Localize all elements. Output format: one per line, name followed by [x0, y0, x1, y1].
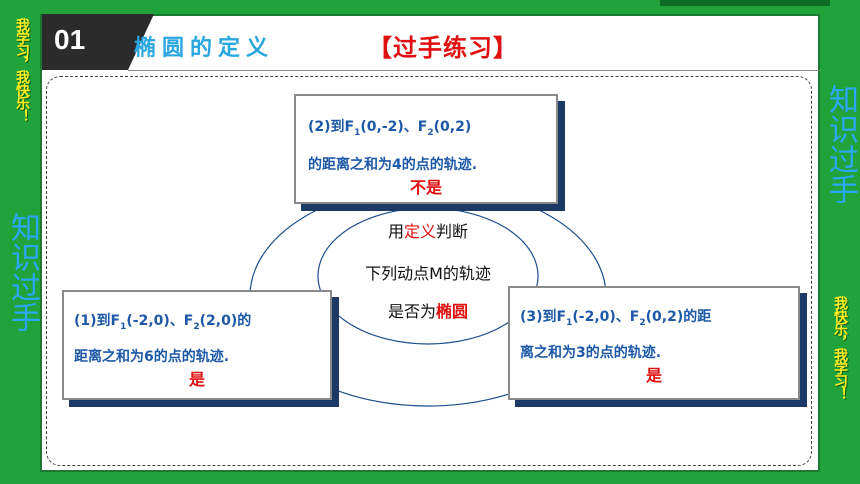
center-line-3: 是否为椭圆: [387, 302, 469, 321]
dashed-frame: [46, 76, 812, 466]
card-1-line-2: 距离之和为6的点的轨迹.: [74, 348, 230, 365]
card-3-answer: 是: [645, 365, 662, 385]
card-1-answer: 是: [188, 369, 205, 389]
inner-ellipse: [317, 207, 539, 345]
section-number: 01: [54, 24, 86, 55]
card-2-answer: 不是: [409, 177, 442, 197]
card-2-line-2: 的距离之和为4的点的轨迹.: [308, 156, 478, 173]
card-2: (2)到F1(0,-2)、F2(0,2) 的距离之和为4的点的轨迹. 不是: [294, 94, 558, 204]
center-line-1: 用定义判断: [387, 222, 469, 241]
center-line-2: 下列动点M的轨迹: [365, 264, 491, 283]
slogan-bottom: 我快乐，我学习！: [832, 296, 848, 400]
card-3: (3)到F1(-2,0)、F2(0,2)的距 离之和为3的点的轨迹. 是: [508, 286, 800, 400]
card-2-line-1: (2)到F1(0,-2)、F2(0,2): [308, 119, 472, 138]
card-3-line-1: (3)到F1(-2,0)、F2(0,2)的距: [520, 309, 712, 328]
page-title: 椭圆的定义: [134, 36, 275, 61]
left-side-decoration: 我学习，我快乐！ 知识过手: [0, 0, 42, 484]
title-underline: [128, 70, 820, 71]
page-subtitle: 【过手练习】: [368, 34, 518, 62]
top-bar-accent: [660, 0, 830, 6]
right-side-decoration: 知识过手 我快乐，我学习！: [818, 0, 860, 484]
card-3-line-2: 离之和为3的点的轨迹.: [520, 344, 662, 361]
left-vertical-text: 知识过手: [5, 212, 40, 332]
right-vertical-text: 知识过手: [823, 84, 858, 204]
card-1: (1)到F1(-2,0)、F2(2,0)的 距离之和为6的点的轨迹. 是: [62, 290, 332, 400]
section-number-block: [42, 14, 154, 70]
slogan-top: 我学习，我快乐！: [14, 18, 30, 122]
card-1-line-1: (1)到F1(-2,0)、F2(2,0)的: [74, 313, 252, 332]
